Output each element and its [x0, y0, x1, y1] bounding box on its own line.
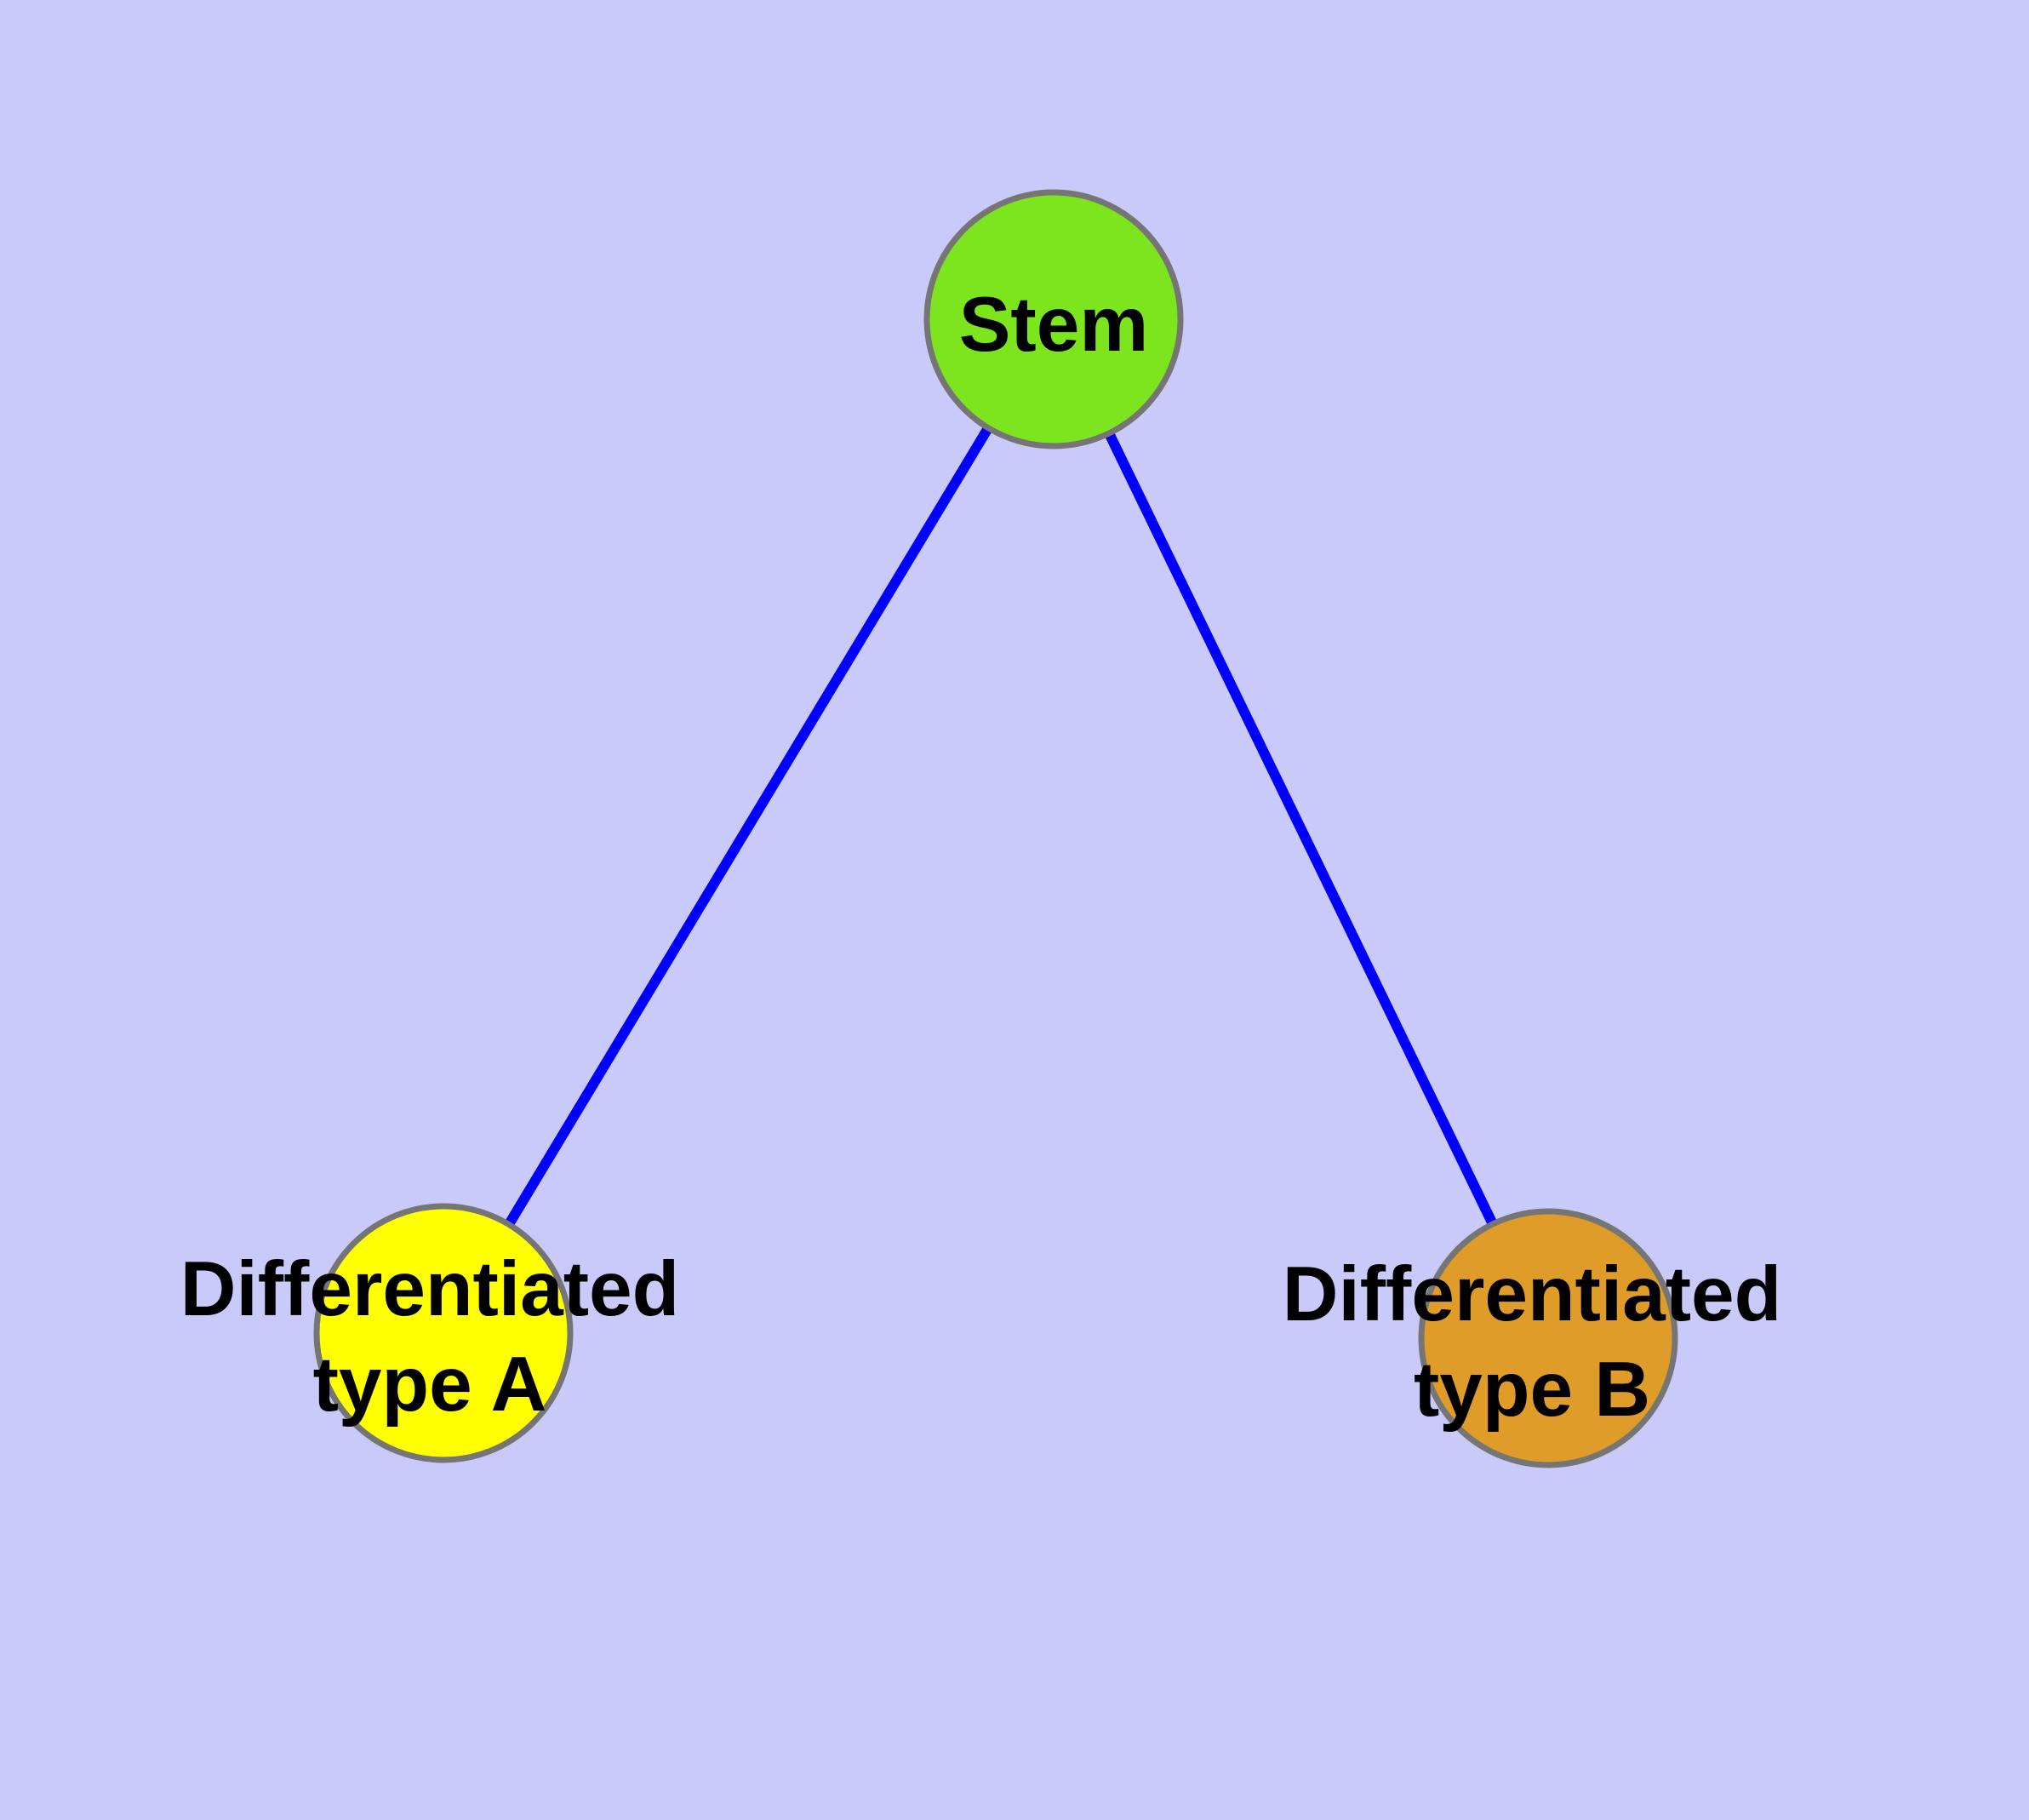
node-differentiated-type-b: Differentiated type B	[1283, 1208, 1782, 1468]
edge-stem-to-type-b	[1049, 317, 1553, 1341]
node-differentiated-type-b-label-line2: type B	[1414, 1347, 1650, 1433]
node-differentiated-type-b-circle	[1418, 1208, 1678, 1468]
node-differentiated-type-a-circle	[313, 1203, 574, 1463]
edge-stem-to-type-a	[438, 316, 1059, 1336]
node-differentiated-type-a-label-line2: type A	[313, 1342, 547, 1428]
node-stem-label: Stem	[959, 282, 1149, 368]
node-stem: Stem	[923, 189, 1184, 449]
node-stem-circle	[923, 189, 1184, 449]
node-differentiated-type-b-label-line1: Differentiated	[1283, 1251, 1782, 1337]
node-differentiated-type-a: Differentiated type A	[180, 1203, 680, 1463]
node-differentiated-type-a-label-line1: Differentiated	[180, 1246, 680, 1332]
